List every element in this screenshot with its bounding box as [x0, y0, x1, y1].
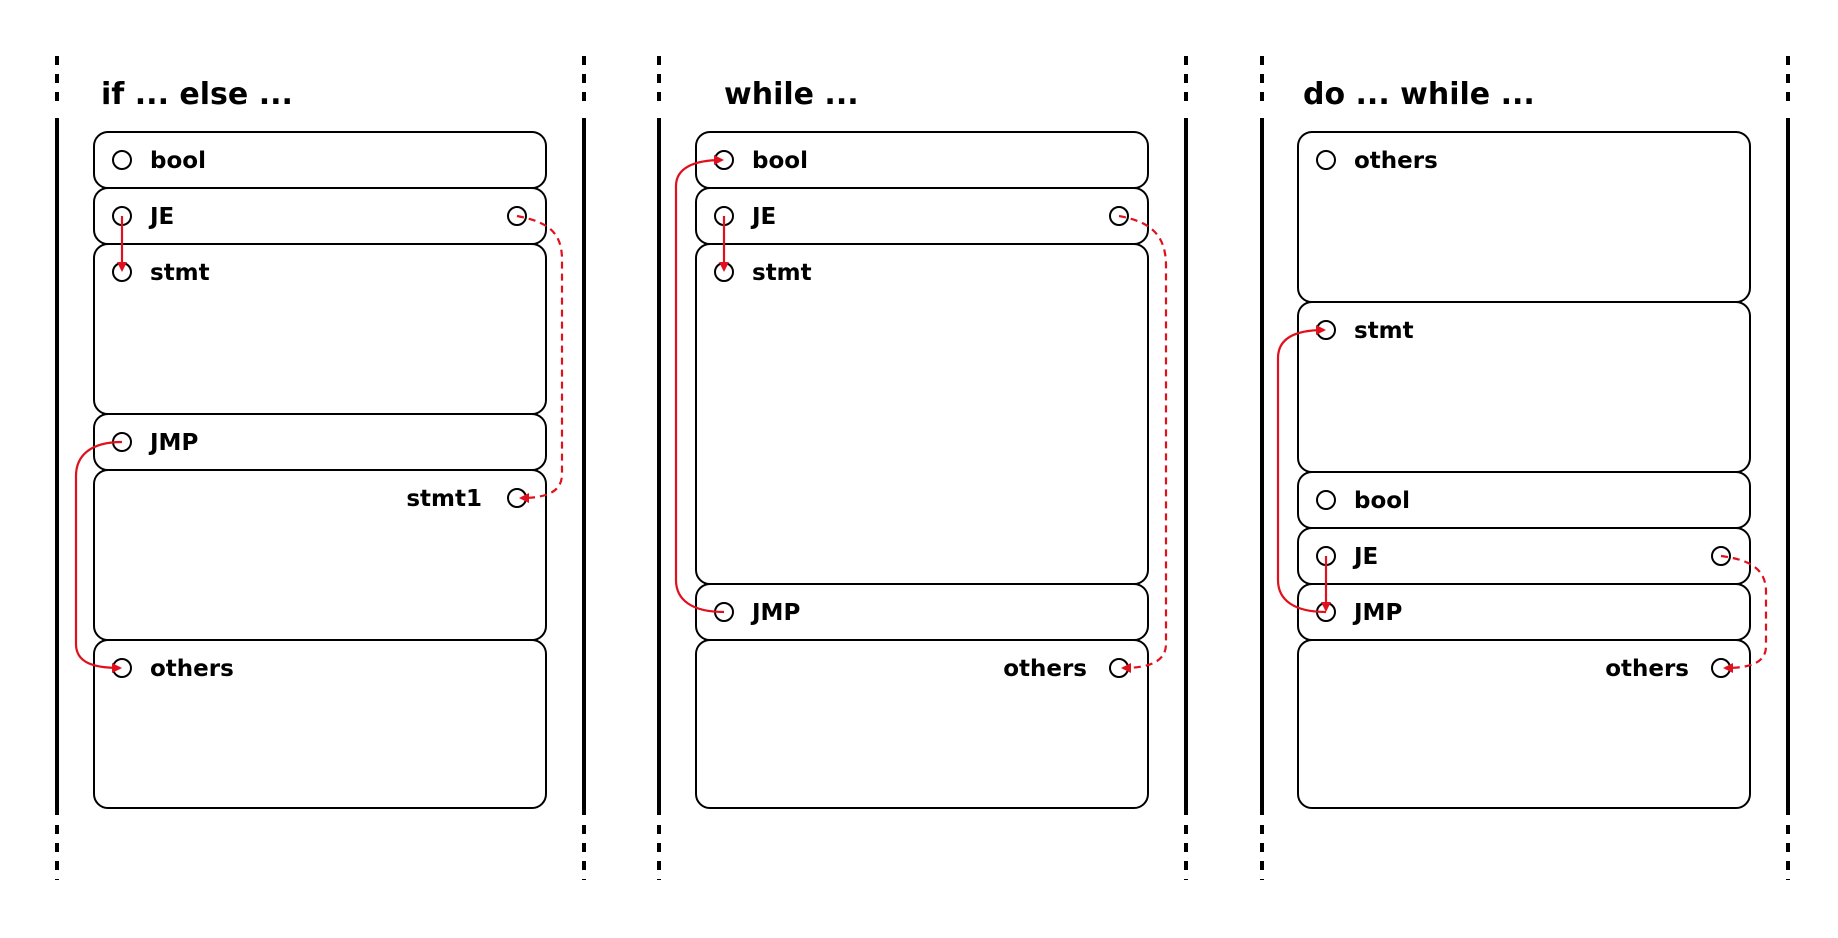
label-je: JE [148, 204, 174, 230]
block-others [695, 639, 1149, 809]
label-others: others [1605, 656, 1689, 682]
label-jmp: JMP [148, 430, 198, 456]
label-bool: bool [150, 148, 206, 174]
port-stmt1 [507, 488, 527, 508]
port-bool [1316, 490, 1336, 510]
panel-if-else: if ... else ... bool JE stmt JMP stmt1 o… [74, 77, 564, 809]
block-stmt [695, 243, 1149, 585]
arrow-je-to-others [1118, 214, 1168, 673]
label-je: JE [750, 204, 776, 230]
label-stmt: stmt [1354, 318, 1414, 344]
label-bool: bool [752, 148, 808, 174]
arrow-jmp-to-bool [674, 155, 725, 614]
panel-title: if ... else ... [101, 77, 293, 112]
label-stmt: stmt [150, 260, 210, 286]
rails [55, 56, 1790, 880]
label-stmt: stmt [752, 260, 812, 286]
arrow-jmp-to-stmt [1276, 325, 1327, 614]
panel-title: do ... while ... [1303, 77, 1535, 112]
arrow-je-to-others [1720, 554, 1768, 673]
label-bool: bool [1354, 488, 1410, 514]
label-others-top: others [1354, 148, 1438, 174]
panel-while: while ... bool JE stmt JMP others [674, 77, 1168, 809]
port-bool [112, 150, 132, 170]
label-others: others [150, 656, 234, 682]
label-jmp: JMP [750, 600, 800, 626]
arrow-jmp-to-others [74, 440, 123, 673]
label-jmp: JMP [1352, 600, 1402, 626]
block-others [1297, 639, 1751, 809]
port-others-top [1316, 150, 1336, 170]
panel-title: while ... [724, 77, 859, 112]
label-stmt1: stmt1 [406, 486, 482, 512]
block-others [93, 639, 547, 809]
panel-do-while: do ... while ... others stmt bool JE JMP… [1276, 77, 1768, 809]
label-je: JE [1352, 544, 1378, 570]
label-others: others [1003, 656, 1087, 682]
arrow-je-to-stmt1 [516, 214, 564, 503]
